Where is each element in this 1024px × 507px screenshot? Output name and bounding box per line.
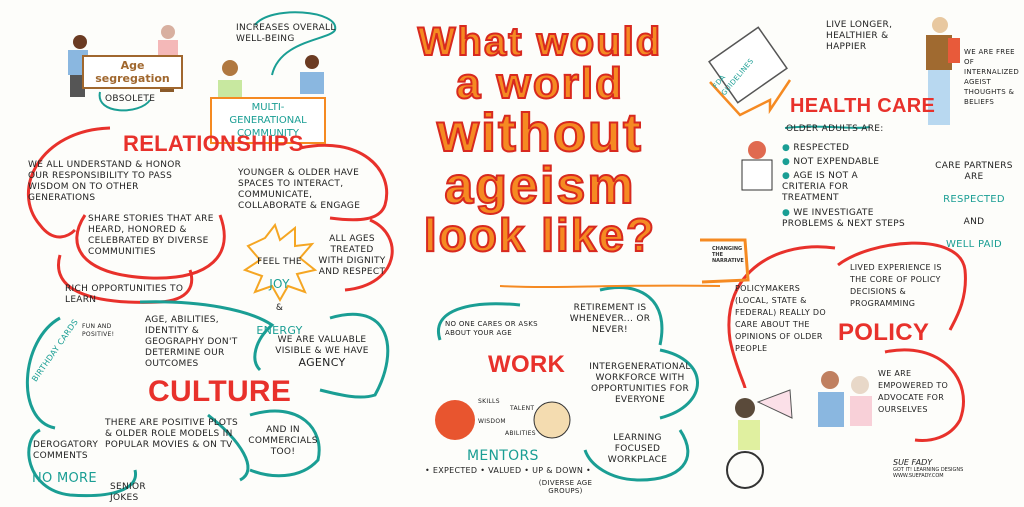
joy: Joy — [269, 277, 290, 291]
fun-and-positive: Fun and positive! — [82, 323, 115, 338]
policy-item: Lived experience is the core of policy d… — [850, 263, 942, 308]
mentors-label: Mentors — [467, 448, 539, 464]
energy: Energy — [256, 324, 303, 337]
changing-the-narrative-logo: Changing the Narrative — [712, 246, 744, 264]
care-partners: Care partners are Respected and Well pai… — [928, 150, 1020, 251]
no-more-label: No more — [32, 471, 97, 486]
title-line: ageism — [443, 157, 636, 215]
bullet-text: We investigate problems & next steps — [782, 208, 905, 229]
free-of-ageist: We are free of internalized ageist thoug… — [964, 48, 1020, 106]
and-text: and — [963, 217, 985, 227]
age-segregation-sign: Age segregation — [82, 55, 183, 89]
relationships-item: Rich opportunities to learn — [65, 284, 184, 305]
joy-energy-burst: Feel the Joy & Energy — [252, 246, 307, 338]
culture-item: Senior jokes — [110, 482, 146, 503]
signature-company: Got It! Learning Designs — [893, 467, 964, 473]
relationships-item: All ages treated with dignity and respec… — [318, 234, 386, 277]
relationships-heading: Relationships — [123, 131, 304, 156]
culture-item: And in commercials too! — [248, 425, 318, 457]
signature: Sue Fady Got It! Learning Designs www.su… — [893, 458, 963, 479]
main-title: What would a world without ageism look l… — [360, 20, 720, 261]
skill-word: Skills — [478, 398, 500, 405]
well-paid-text: Well paid — [945, 239, 1003, 250]
bullet-dot: ● — [782, 157, 794, 167]
bullet-dot: ● — [782, 208, 794, 218]
work-item: No one cares or asks about your age — [445, 320, 538, 337]
bullet: ● Not expendable — [782, 157, 912, 168]
culture-item: There are positive plots & older role mo… — [105, 418, 239, 450]
work-item: Retirement is whenever... or never! — [569, 303, 651, 335]
mentor-traits: • Expected • Valued • Up & down • — [425, 466, 592, 475]
skill-word: Abilities — [505, 430, 536, 437]
health-care-heading: Health care — [790, 95, 936, 117]
agency: Agency — [298, 356, 346, 369]
skill-word: Wisdom — [478, 418, 506, 425]
signature-web: www.suefady.com — [893, 473, 944, 479]
culture-item: Age, abilities, identity & geography don… — [145, 315, 238, 369]
bullet-dot: ● — [782, 171, 794, 181]
valuable-text: We are valuable visible & we have — [275, 335, 369, 356]
title-line: What would — [417, 20, 663, 64]
respected-text: Respected — [943, 194, 1005, 205]
relationships-item: Younger & older have spaces to interact,… — [238, 168, 361, 211]
policy-item: We are empowered to advocate for ourselv… — [878, 369, 949, 414]
bullet-text: Respected — [793, 143, 850, 153]
health-bullets: ● Respected ● Not expendable ● Age is no… — [782, 143, 912, 230]
bullet: ● Age is not a criteria for treatment — [782, 171, 882, 204]
title-line: look like? — [423, 209, 657, 261]
work-heading: Work — [488, 351, 566, 378]
bullet-text: Not expendable — [793, 157, 880, 167]
bullet: ● Respected — [782, 143, 912, 154]
live-longer: Live longer, healthier & happier — [826, 20, 893, 52]
increases-well-being: Increases overall well-being — [236, 23, 336, 44]
work-item: Intergenerational workforce with opportu… — [589, 362, 691, 405]
culture-item: Derogatory comments — [33, 440, 99, 461]
signature-name: Sue Fady — [893, 458, 933, 467]
older-adults-are: Older adults are: — [786, 124, 884, 134]
work-item: Learning focused workplace — [607, 433, 668, 465]
obsolete-label: Obsolete — [105, 94, 156, 104]
culture-heading: Culture — [148, 375, 292, 408]
bullet-dot: ● — [782, 143, 794, 153]
relationships-item: We all understand & honor our responsibi… — [28, 160, 182, 203]
diverse-age-groups: (Diverse age groups) — [538, 479, 593, 495]
bullet: ● We investigate problems & next steps — [782, 208, 912, 230]
feel-the: Feel the — [257, 257, 302, 267]
care-partners-text: Care partners are — [935, 161, 1013, 182]
skill-word: Talent — [510, 405, 535, 412]
amp: & — [275, 303, 284, 313]
culture-item: We are valuable visible & we have Agency — [262, 335, 382, 370]
policy-heading: Policy — [838, 319, 930, 346]
title-line: a world — [455, 59, 625, 108]
title-line: without — [436, 103, 643, 163]
multi-generational-community-sign: Multi-generational community — [210, 97, 326, 144]
relationships-item: Share stories that are heard, honored & … — [88, 214, 214, 257]
bullet-text: Age is not a criteria for treatment — [782, 171, 859, 203]
policy-item: Policymakers (local, state & federal) re… — [735, 284, 826, 353]
